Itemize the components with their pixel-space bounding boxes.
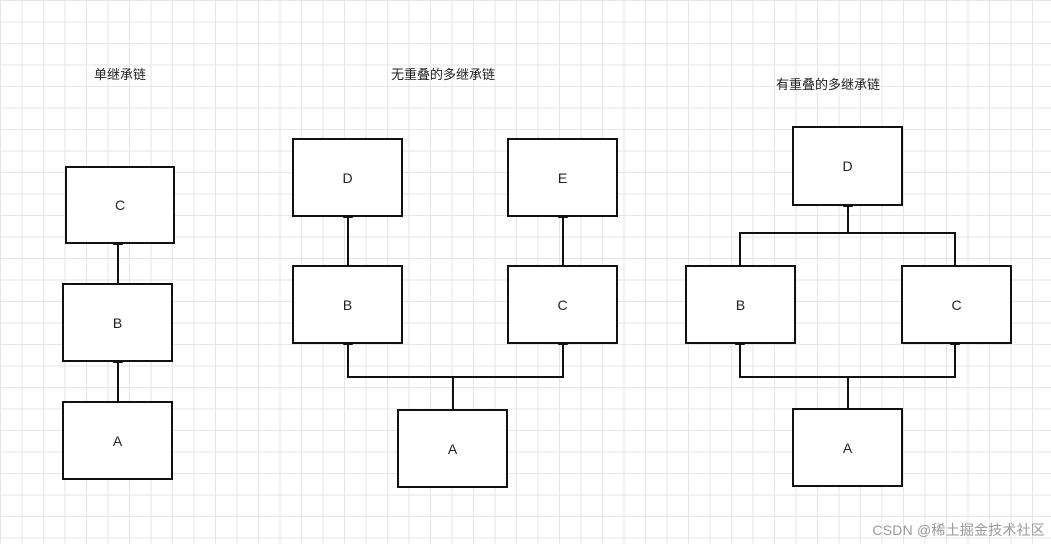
node-overlap-b: B (685, 265, 796, 344)
title-single-chain: 单继承链 (93, 68, 146, 83)
edge-a-fork-right (453, 333, 568, 378)
edge-a-fork-overlap (735, 333, 849, 408)
edge-a-fork-overlap-right (848, 333, 960, 378)
edge-c-to-d-merge (848, 232, 956, 265)
node-overlap-d: D (792, 126, 903, 206)
node-nooverlap-c: C (507, 265, 618, 344)
edge-b-to-d-merge (739, 195, 853, 265)
node-nooverlap-a: A (397, 409, 508, 488)
node-overlap-c: C (901, 265, 1012, 344)
watermark: CSDN @稀土掘金技术社区 (872, 522, 1045, 538)
node-nooverlap-e: E (507, 138, 618, 217)
node-single-b: B (62, 283, 173, 362)
title-no-overlap-chain: 无重叠的多继承链 (390, 68, 495, 83)
node-overlap-a: A (792, 408, 903, 487)
node-single-c: C (65, 166, 175, 244)
title-overlap-chain: 有重叠的多继承链 (775, 78, 880, 93)
node-single-a: A (62, 401, 173, 480)
node-nooverlap-b: B (292, 265, 403, 344)
edge-a-fork (343, 333, 454, 409)
node-nooverlap-d: D (292, 138, 403, 217)
